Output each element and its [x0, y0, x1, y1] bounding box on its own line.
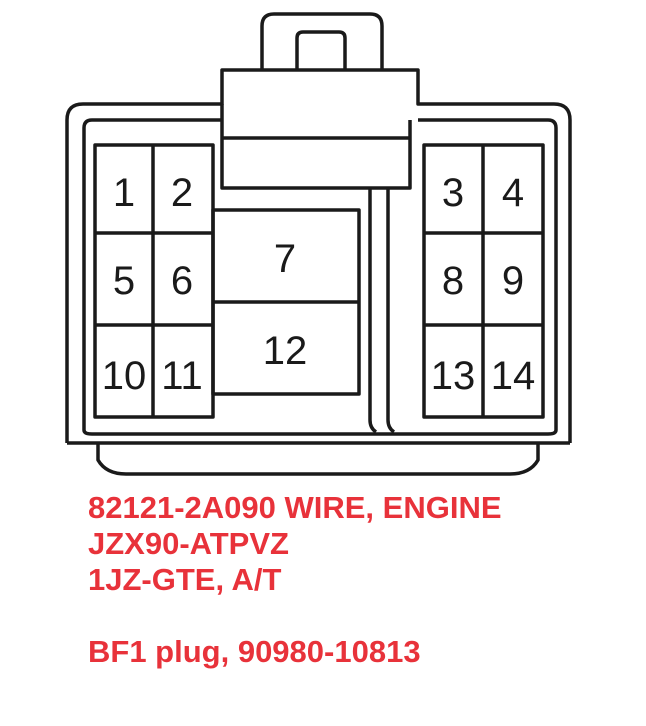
plug-line: BF1 plug, 90980-10813: [88, 634, 421, 669]
pin-10: 10: [102, 354, 147, 398]
connector-diagram: 1 2 3 4 5 6 7 8 9 10 11 12 13 14: [65, 12, 572, 476]
right-cavity-block: [422, 143, 545, 419]
pin-2: 2: [171, 171, 193, 215]
latch-tab: [260, 12, 384, 70]
pin-5: 5: [113, 259, 135, 303]
pin-14: 14: [491, 354, 536, 398]
pin-1: 1: [113, 171, 135, 215]
pin-3: 3: [442, 171, 464, 215]
pin-12: 12: [263, 329, 308, 373]
pin-8: 8: [442, 259, 464, 303]
connector-info: 82121-2A090 WIRE, ENGINE JZX90-ATPVZ 1JZ…: [88, 490, 502, 670]
pin-4: 4: [502, 171, 524, 215]
pin-7: 7: [274, 237, 296, 281]
pin-9: 9: [502, 259, 524, 303]
spacer: [88, 598, 502, 634]
connector-body: [65, 68, 572, 476]
model-code-line: JZX90-ATPVZ: [88, 526, 289, 561]
pin-numbers: 1 2 3 4 5 6 7 8 9 10 11 12 13 14: [102, 171, 536, 398]
center-cavity-block: [211, 208, 361, 396]
engine-line: 1JZ-GTE, A/T: [88, 562, 282, 597]
part-number-line: 82121-2A090 WIRE, ENGINE: [88, 490, 502, 525]
pin-11: 11: [161, 354, 203, 398]
pin-6: 6: [171, 259, 193, 303]
pin-13: 13: [431, 354, 476, 398]
